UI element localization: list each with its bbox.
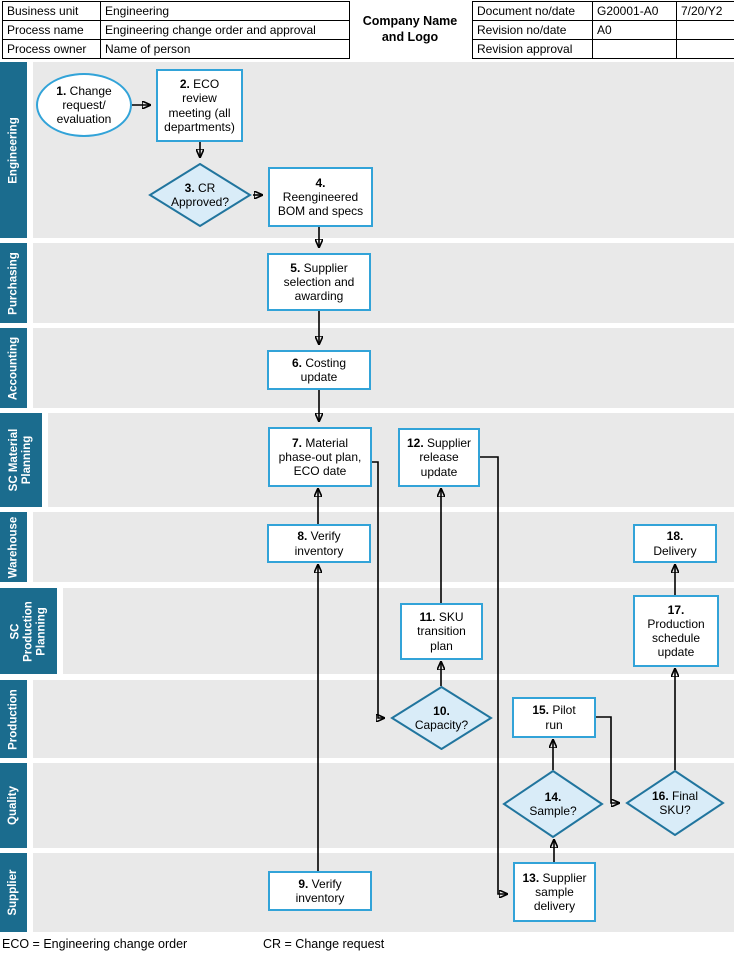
node-label: 7. Material phase-out plan, ECO date	[278, 435, 362, 479]
node-label: 2. ECO review meeting (all departments)	[164, 77, 235, 134]
node-9-verify-inventory-supplier: 9. Verify inventory	[268, 871, 372, 911]
lane-label: SC Production Planning	[9, 600, 47, 662]
doc-value	[677, 21, 734, 40]
lane-bar-warehouse: Warehouse	[0, 512, 27, 582]
lane-area-sc-material-planning	[48, 413, 734, 507]
info-label: Business unit	[3, 2, 101, 21]
doc-label: Document no/date	[473, 2, 593, 21]
doc-value: G20001-A0	[593, 2, 677, 21]
doc-label: Revision no/date	[473, 21, 593, 40]
info-value: Engineering	[101, 2, 349, 21]
lane-label: Supplier	[7, 869, 20, 916]
document-info-table: Document no/date G20001-A0 7/20/Y2 Revis…	[472, 1, 734, 59]
node-12-supplier-release-update: 12. Supplier release update	[398, 428, 480, 487]
node-5-supplier-selection: 5. Supplier selection and awarding	[267, 253, 371, 311]
node-label: 13. Supplier sample delivery	[522, 870, 587, 914]
lane-area-sc-production-planning	[63, 588, 734, 674]
diamond-shape	[502, 770, 604, 838]
info-label: Process name	[3, 21, 101, 40]
lane-area-purchasing	[33, 243, 734, 323]
node-label: 18. Delivery	[653, 529, 697, 558]
info-value: Name of person	[105, 42, 191, 56]
process-info-table: Business unit Engineering Process name E…	[2, 1, 350, 59]
lane-label: Production	[7, 688, 20, 750]
lane-label: Warehouse	[7, 516, 20, 578]
doc-value: A0	[593, 21, 677, 40]
node-10-capacity-decision: 10. Capacity?	[390, 686, 493, 750]
lane-area-warehouse	[33, 512, 734, 582]
node-label: 17. Production schedule update	[647, 602, 705, 660]
node-18-delivery: 18. Delivery	[633, 524, 717, 563]
lane-bar-quality: Quality	[0, 763, 27, 848]
info-label: Process owner	[3, 40, 101, 58]
node-7-material-phaseout-plan: 7. Material phase-out plan, ECO date	[268, 427, 372, 487]
node-2-eco-review-meeting: 2. ECO review meeting (all departments)	[156, 69, 243, 142]
node-8-verify-inventory-warehouse: 8. Verify inventory	[267, 524, 371, 563]
doc-value: 7/20/Y2	[677, 2, 734, 21]
lane-bar-sc-production-planning: SC Production Planning	[0, 588, 57, 674]
node-label: 5. Supplier selection and awarding	[283, 260, 355, 304]
node-label: 14. Sample?	[529, 789, 577, 818]
node-label: 8. Verify inventory	[294, 529, 344, 558]
diamond-shape	[148, 163, 252, 227]
diamond-shape	[625, 770, 725, 836]
legend-cr: CR = Change request	[263, 937, 385, 951]
node-6-costing-update: 6. Costing update	[267, 350, 371, 390]
lane-bar-sc-material-planning: SC Material Planning	[0, 413, 42, 507]
node-11-sku-transition-plan: 11. SKU transition plan	[400, 603, 483, 660]
doc-value	[677, 40, 734, 58]
node-label: 1. Change request/ evaluation	[56, 83, 112, 127]
node-1-change-request: 1. Change request/ evaluation	[36, 73, 132, 137]
node-label: 6. Costing update	[291, 355, 347, 384]
lane-bar-supplier: Supplier	[0, 853, 27, 932]
lane-area-supplier	[33, 853, 734, 932]
lane-area-accounting	[33, 328, 734, 408]
lane-label: Engineering	[7, 116, 20, 184]
lane-label: SC Material Planning	[8, 428, 33, 492]
info-value: Engineering change order and approval	[101, 21, 349, 40]
node-16-final-sku-decision: 16. Final SKU?	[625, 770, 725, 836]
legend-eco: ECO = Engineering change order	[2, 937, 188, 951]
node-label: 4. Reengineered BOM and specs	[277, 175, 364, 219]
node-14-sample-decision: 14. Sample?	[502, 770, 604, 838]
node-label: 9. Verify inventory	[295, 876, 345, 905]
lane-label: Purchasing	[7, 251, 20, 315]
node-label: 11. SKU transition plan	[417, 610, 466, 653]
lane-label: Quality	[7, 786, 20, 825]
node-label: 10. Capacity?	[414, 703, 469, 732]
lane-area-production	[33, 680, 734, 758]
node-label: 3. CR Approved?	[170, 180, 230, 209]
lane-bar-production: Production	[0, 680, 27, 758]
node-4-reengineered-bom: 4. Reengineered BOM and specs	[268, 167, 373, 227]
node-label: 15. Pilot run	[532, 703, 576, 732]
node-13-supplier-sample-delivery: 13. Supplier sample delivery	[513, 862, 596, 922]
doc-label: Revision approval	[473, 40, 593, 58]
doc-value	[593, 40, 677, 58]
node-15-pilot-run: 15. Pilot run	[512, 697, 596, 738]
node-label: 12. Supplier release update	[406, 436, 472, 479]
node-17-production-schedule-update: 17. Production schedule update	[633, 595, 719, 667]
company-name-logo: Company Name and Logo	[362, 13, 458, 44]
lane-area-engineering	[33, 62, 734, 238]
lane-label: Accounting	[7, 336, 20, 400]
node-3-cr-approved-decision: 3. CR Approved?	[148, 163, 252, 227]
lane-bar-engineering: Engineering	[0, 62, 27, 238]
lane-bar-purchasing: Purchasing	[0, 243, 27, 323]
lane-bar-accounting: Accounting	[0, 328, 27, 408]
node-label: 16. Final SKU?	[651, 788, 699, 817]
diamond-shape	[390, 686, 493, 750]
